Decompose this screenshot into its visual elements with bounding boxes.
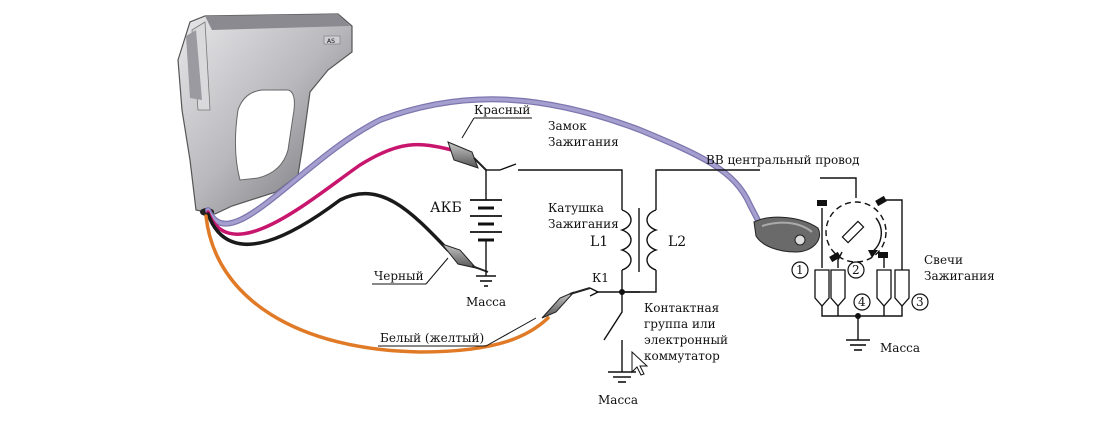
white-clip [541, 287, 591, 319]
battery-symbol [470, 170, 502, 287]
label-black: Черный [374, 269, 424, 283]
red-clip [447, 141, 487, 171]
label-k1: К1 [592, 271, 609, 285]
label-white-yellow: Белый (желтый) [380, 331, 484, 345]
black-clip [440, 242, 489, 273]
svg-text:1: 1 [796, 263, 804, 277]
label-lock-1: Замок [548, 119, 587, 133]
ignition-coil [619, 208, 659, 293]
label-red: Красный [474, 103, 530, 117]
svg-text:2: 2 [852, 263, 860, 277]
label-mass-plugs: Масса [880, 341, 920, 355]
white-yellow-cable [204, 214, 550, 354]
label-mass-contact: Масса [598, 393, 638, 407]
label-hv-wire: ВВ центральный провод [706, 153, 860, 167]
svg-text:3: 3 [916, 295, 924, 309]
cylinder-marker-4: 4 [853, 293, 871, 311]
label-plugs-1: Свечи [924, 253, 963, 267]
label-coil-2: Зажигания [548, 217, 619, 231]
label-contact-4: коммутатор [644, 349, 720, 363]
label-contact-2: группа или [644, 317, 716, 331]
device-brand-label: AS [327, 38, 335, 45]
svg-text:4: 4 [858, 295, 866, 309]
label-coil-1: Катушка [548, 201, 604, 215]
distributor [820, 177, 887, 263]
label-lock-2: Зажигания [548, 135, 619, 149]
label-contact-1: Контактная [644, 301, 719, 315]
strobe-gun-device: AS [177, 13, 353, 216]
ignition-switch [499, 163, 517, 171]
label-l1: L1 [590, 234, 608, 250]
cylinder-marker-1: 1 [791, 261, 809, 279]
mouse-cursor-icon [631, 350, 649, 376]
black-cable [206, 192, 450, 252]
red-cable [206, 142, 454, 236]
label-plugs-2: Зажигания [924, 269, 995, 283]
label-contact-3: электронный [644, 333, 728, 347]
label-l2: L2 [668, 234, 686, 250]
cylinder-marker-3: 3 [911, 293, 929, 311]
label-mass-battery: Масса [466, 295, 506, 309]
spark-plugs [814, 195, 910, 351]
cylinder-marker-2: 2 [847, 261, 865, 279]
inductive-clamp [753, 216, 820, 253]
breaker-contact [603, 292, 623, 341]
label-battery: АКБ [430, 200, 462, 216]
